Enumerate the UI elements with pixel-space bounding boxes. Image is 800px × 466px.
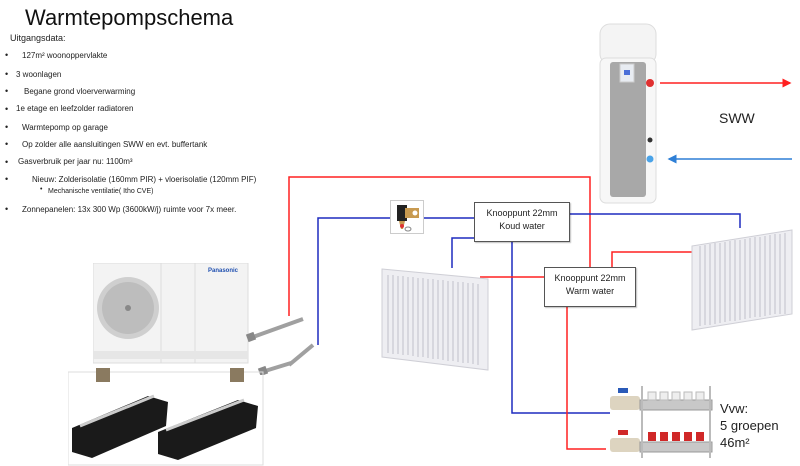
cold-node-line2: Koud water bbox=[499, 221, 545, 231]
list-item: 127m² woonoppervlakte bbox=[22, 51, 108, 60]
mounting-feet-image bbox=[68, 368, 264, 466]
cold-pipe-left-radiator bbox=[451, 237, 476, 268]
vvw-groups: 5 groepen bbox=[720, 418, 779, 433]
list-item: Op zolder alle aansluitingen SWW en evt.… bbox=[22, 140, 208, 149]
list-item: 3 woonlagen bbox=[16, 70, 62, 79]
bullet: • bbox=[5, 50, 9, 60]
brand-logo: Panasonic bbox=[208, 268, 239, 274]
cold-node-line1: Knooppunt 22mm bbox=[486, 208, 558, 218]
list-item: Warmtepomp op garage bbox=[22, 123, 108, 132]
bullet: • bbox=[5, 174, 9, 184]
warm-water-node: Knooppunt 22mm Warm water bbox=[544, 267, 636, 307]
bullet: • bbox=[5, 139, 9, 149]
list-item: 1e etage en leefzolder radiatoren bbox=[16, 104, 134, 113]
bullet: • bbox=[5, 204, 9, 214]
page-title: Warmtepompschema bbox=[25, 5, 234, 30]
vvw-area: 46m² bbox=[720, 435, 750, 450]
hot-pipe-right-radiator bbox=[611, 251, 692, 267]
floor-heating-manifold-image bbox=[610, 386, 713, 458]
vvw-title: Vvw: bbox=[720, 401, 749, 416]
bullet: • bbox=[5, 104, 9, 114]
cold-pipe-right-radiator bbox=[570, 213, 741, 228]
hot-supply-pipe bbox=[288, 176, 591, 316]
radiator-right-image bbox=[691, 229, 793, 331]
cold-pipe-floor-heating bbox=[511, 241, 610, 414]
bullet: • bbox=[40, 186, 43, 193]
list-item: Gasverbruik per jaar nu: 1100m³ bbox=[18, 157, 133, 166]
hot-pipe-floor-heating bbox=[566, 307, 606, 450]
bullet: • bbox=[5, 86, 9, 96]
subtitle: Uitgangsdata: bbox=[10, 33, 66, 43]
floor-heating-info: Vvw: 5 groepen 46m² bbox=[720, 400, 779, 451]
list-item: Nieuw: Zolderisolatie (160mm PIR) + vloe… bbox=[32, 175, 257, 184]
sww-boiler-image bbox=[599, 23, 657, 204]
dirt-separator-image bbox=[390, 200, 424, 234]
radiator-left-image bbox=[381, 268, 489, 371]
bullet: • bbox=[5, 122, 9, 132]
cold-water-node: Knooppunt 22mm Koud water bbox=[474, 202, 570, 242]
list-item: Begane grond vloerverwarming bbox=[24, 87, 136, 96]
list-item: Mechanische ventilatie( Itho CVE) bbox=[48, 188, 154, 195]
flex-hoses-image bbox=[245, 317, 315, 375]
sww-label: SWW bbox=[719, 110, 755, 126]
bullet: • bbox=[5, 69, 9, 79]
list-item: Zonnepanelen: 13x 300 Wp (3600kW/j) ruim… bbox=[22, 205, 237, 214]
warm-node-line2: Warm water bbox=[565, 286, 615, 296]
bullet: • bbox=[5, 157, 9, 167]
heat-pump-image: Panasonic bbox=[93, 263, 249, 364]
warm-node-line1: Knooppunt 22mm bbox=[554, 273, 626, 283]
